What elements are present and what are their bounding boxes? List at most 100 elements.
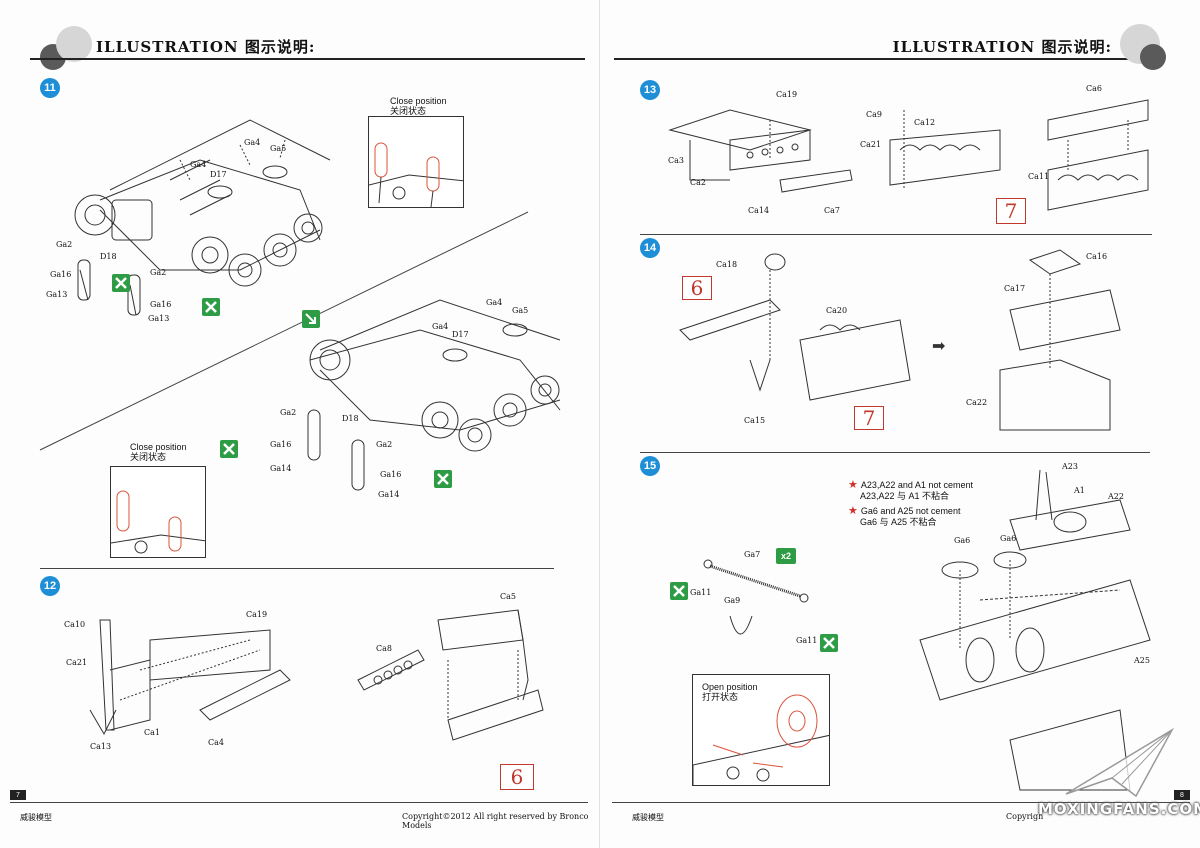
step-11-badge: 11 bbox=[40, 78, 60, 98]
part-label: Ca11 bbox=[1028, 172, 1050, 181]
part-label: Ca4 bbox=[208, 738, 224, 747]
step-13-cover-drawing bbox=[1038, 90, 1158, 220]
no-cement-icon bbox=[202, 298, 220, 316]
cement-note-1: ★A23,A22 and A1 not cement A23,A22 与 A1 … bbox=[848, 480, 973, 502]
part-label: Ga2 bbox=[280, 408, 297, 417]
step-14-engine-in-hull-drawing bbox=[1000, 250, 1130, 440]
step-14-badge: 14 bbox=[640, 238, 660, 258]
step-13-block-drawing bbox=[880, 110, 1010, 200]
site-watermark: MOXINGFANS.COM bbox=[1038, 800, 1200, 818]
part-label: Ga16 bbox=[150, 300, 172, 309]
part-label: Ca6 bbox=[1086, 84, 1102, 93]
step-12-separator bbox=[40, 568, 554, 569]
note-text-cn: A23,A22 与 A1 不粘合 bbox=[860, 491, 950, 501]
open-position-drawing bbox=[693, 694, 829, 785]
note-text-en: Ga6 and A25 not cement bbox=[860, 506, 961, 516]
part-label: Ga7 bbox=[744, 550, 761, 559]
part-label: Ca17 bbox=[1004, 284, 1026, 293]
step-11-chassis-drawing-bottom bbox=[290, 300, 570, 530]
step-11-close-position-inset bbox=[368, 116, 464, 208]
part-label: Ga9 bbox=[724, 596, 741, 605]
no-cement-icon bbox=[670, 582, 688, 600]
step-15-open-position-inset bbox=[692, 674, 830, 786]
part-label: Ca14 bbox=[748, 206, 770, 215]
step-11-diagonal-divider bbox=[40, 210, 530, 460]
copyright-text: Copyright©2012 All right reserved by Bro… bbox=[402, 812, 589, 830]
step-13-badge: 13 bbox=[640, 80, 660, 100]
part-label: Ga2 bbox=[376, 440, 393, 449]
part-label: A1 bbox=[1074, 486, 1085, 495]
step-14-engine-assembly-drawing bbox=[680, 250, 920, 420]
part-label: Ga4 bbox=[432, 322, 449, 331]
inset-caption-cn: 关闭状态 bbox=[390, 106, 427, 116]
part-label: Ga5 bbox=[512, 306, 529, 315]
part-label: Ca22 bbox=[966, 398, 988, 407]
part-label: Ca9 bbox=[866, 110, 882, 119]
part-label: Ca18 bbox=[716, 260, 738, 269]
header-disc-light bbox=[56, 26, 92, 62]
step-11-close-position-inset-2 bbox=[110, 466, 206, 558]
part-label: Ca3 bbox=[668, 156, 684, 165]
close-position-drawing bbox=[369, 142, 463, 207]
arrow-right-icon: ➡ bbox=[932, 338, 946, 355]
step-11-chassis-drawing-top bbox=[40, 100, 340, 340]
part-label: A25 bbox=[1134, 656, 1150, 665]
no-cement-icon bbox=[220, 440, 238, 458]
no-cement-icon bbox=[112, 274, 130, 292]
step-12-bracket-drawing bbox=[358, 600, 558, 760]
part-label: Ca1 bbox=[144, 728, 160, 737]
reference-step-7-box: 7 bbox=[996, 198, 1026, 224]
step-12-badge: 12 bbox=[40, 576, 60, 596]
brand-text: 威骏模型 bbox=[20, 813, 52, 822]
inset-caption-cn: 关闭状态 bbox=[130, 452, 167, 462]
note-text-cn: Ga6 与 A25 不粘合 bbox=[860, 517, 937, 527]
part-label: Ga2 bbox=[150, 268, 167, 277]
part-label: Ga4 bbox=[190, 160, 207, 169]
part-label: Ca19 bbox=[776, 90, 798, 99]
inset-caption-en: Open position bbox=[702, 682, 758, 692]
part-label: Ga6 bbox=[954, 536, 971, 545]
next-step-arrow-icon bbox=[302, 310, 320, 328]
page-title: ILLUSTRATION 图示说明: bbox=[892, 38, 1112, 56]
part-label: D18 bbox=[100, 252, 117, 261]
part-label: Ca2 bbox=[690, 178, 706, 187]
inset-caption-en: Close position bbox=[390, 96, 447, 106]
inset-caption-en: Close position bbox=[130, 442, 187, 452]
no-cement-icon bbox=[434, 470, 452, 488]
part-label: Ga13 bbox=[148, 314, 170, 323]
reference-step-6-box: 6 bbox=[682, 276, 712, 300]
inset-caption-cn: 打开状态 bbox=[702, 692, 739, 702]
page-number: 7 bbox=[10, 790, 26, 800]
part-label: Ga5 bbox=[270, 144, 287, 153]
part-label: D18 bbox=[342, 414, 359, 423]
part-label: Ca15 bbox=[744, 416, 766, 425]
part-label: Ca19 bbox=[246, 610, 268, 619]
part-label: D17 bbox=[452, 330, 469, 339]
step-15-separator bbox=[640, 452, 1150, 453]
page-title: ILLUSTRATION 图示说明: bbox=[96, 38, 316, 56]
part-label: Ga16 bbox=[380, 470, 402, 479]
part-label: Ca5 bbox=[500, 592, 516, 601]
part-label: Ga16 bbox=[270, 440, 292, 449]
part-label: Ga14 bbox=[270, 464, 292, 473]
left-page: ILLUSTRATION 图示说明: 11 Ga4 Ga5 Ga4 D17 Ga… bbox=[10, 0, 600, 848]
part-label: A22 bbox=[1108, 492, 1124, 501]
part-label: Ga11 bbox=[690, 588, 712, 597]
part-label: Ga4 bbox=[486, 298, 503, 307]
step-12-frame-drawing bbox=[80, 610, 320, 750]
part-label: Ga14 bbox=[378, 490, 400, 499]
part-label: Ga13 bbox=[46, 290, 68, 299]
step-13-frame-drawing bbox=[670, 100, 860, 210]
brand-text: 威骏模型 bbox=[632, 813, 664, 822]
header-rule bbox=[30, 58, 585, 60]
note-text-en: A23,A22 and A1 not cement bbox=[860, 480, 973, 490]
part-label: Ca16 bbox=[1086, 252, 1108, 261]
part-label: Ca13 bbox=[90, 742, 112, 751]
step-14-separator bbox=[640, 234, 1152, 235]
part-label: Ca21 bbox=[860, 140, 882, 149]
copyright-text: Copyrigh bbox=[1006, 812, 1044, 821]
part-label: A23 bbox=[1062, 462, 1078, 471]
right-page: ILLUSTRATION 图示说明: 13 Ca19 Ca3 Ca2 Ca14 … bbox=[600, 0, 1200, 848]
part-label: Ga4 bbox=[244, 138, 261, 147]
page-number: 8 bbox=[1174, 790, 1190, 800]
